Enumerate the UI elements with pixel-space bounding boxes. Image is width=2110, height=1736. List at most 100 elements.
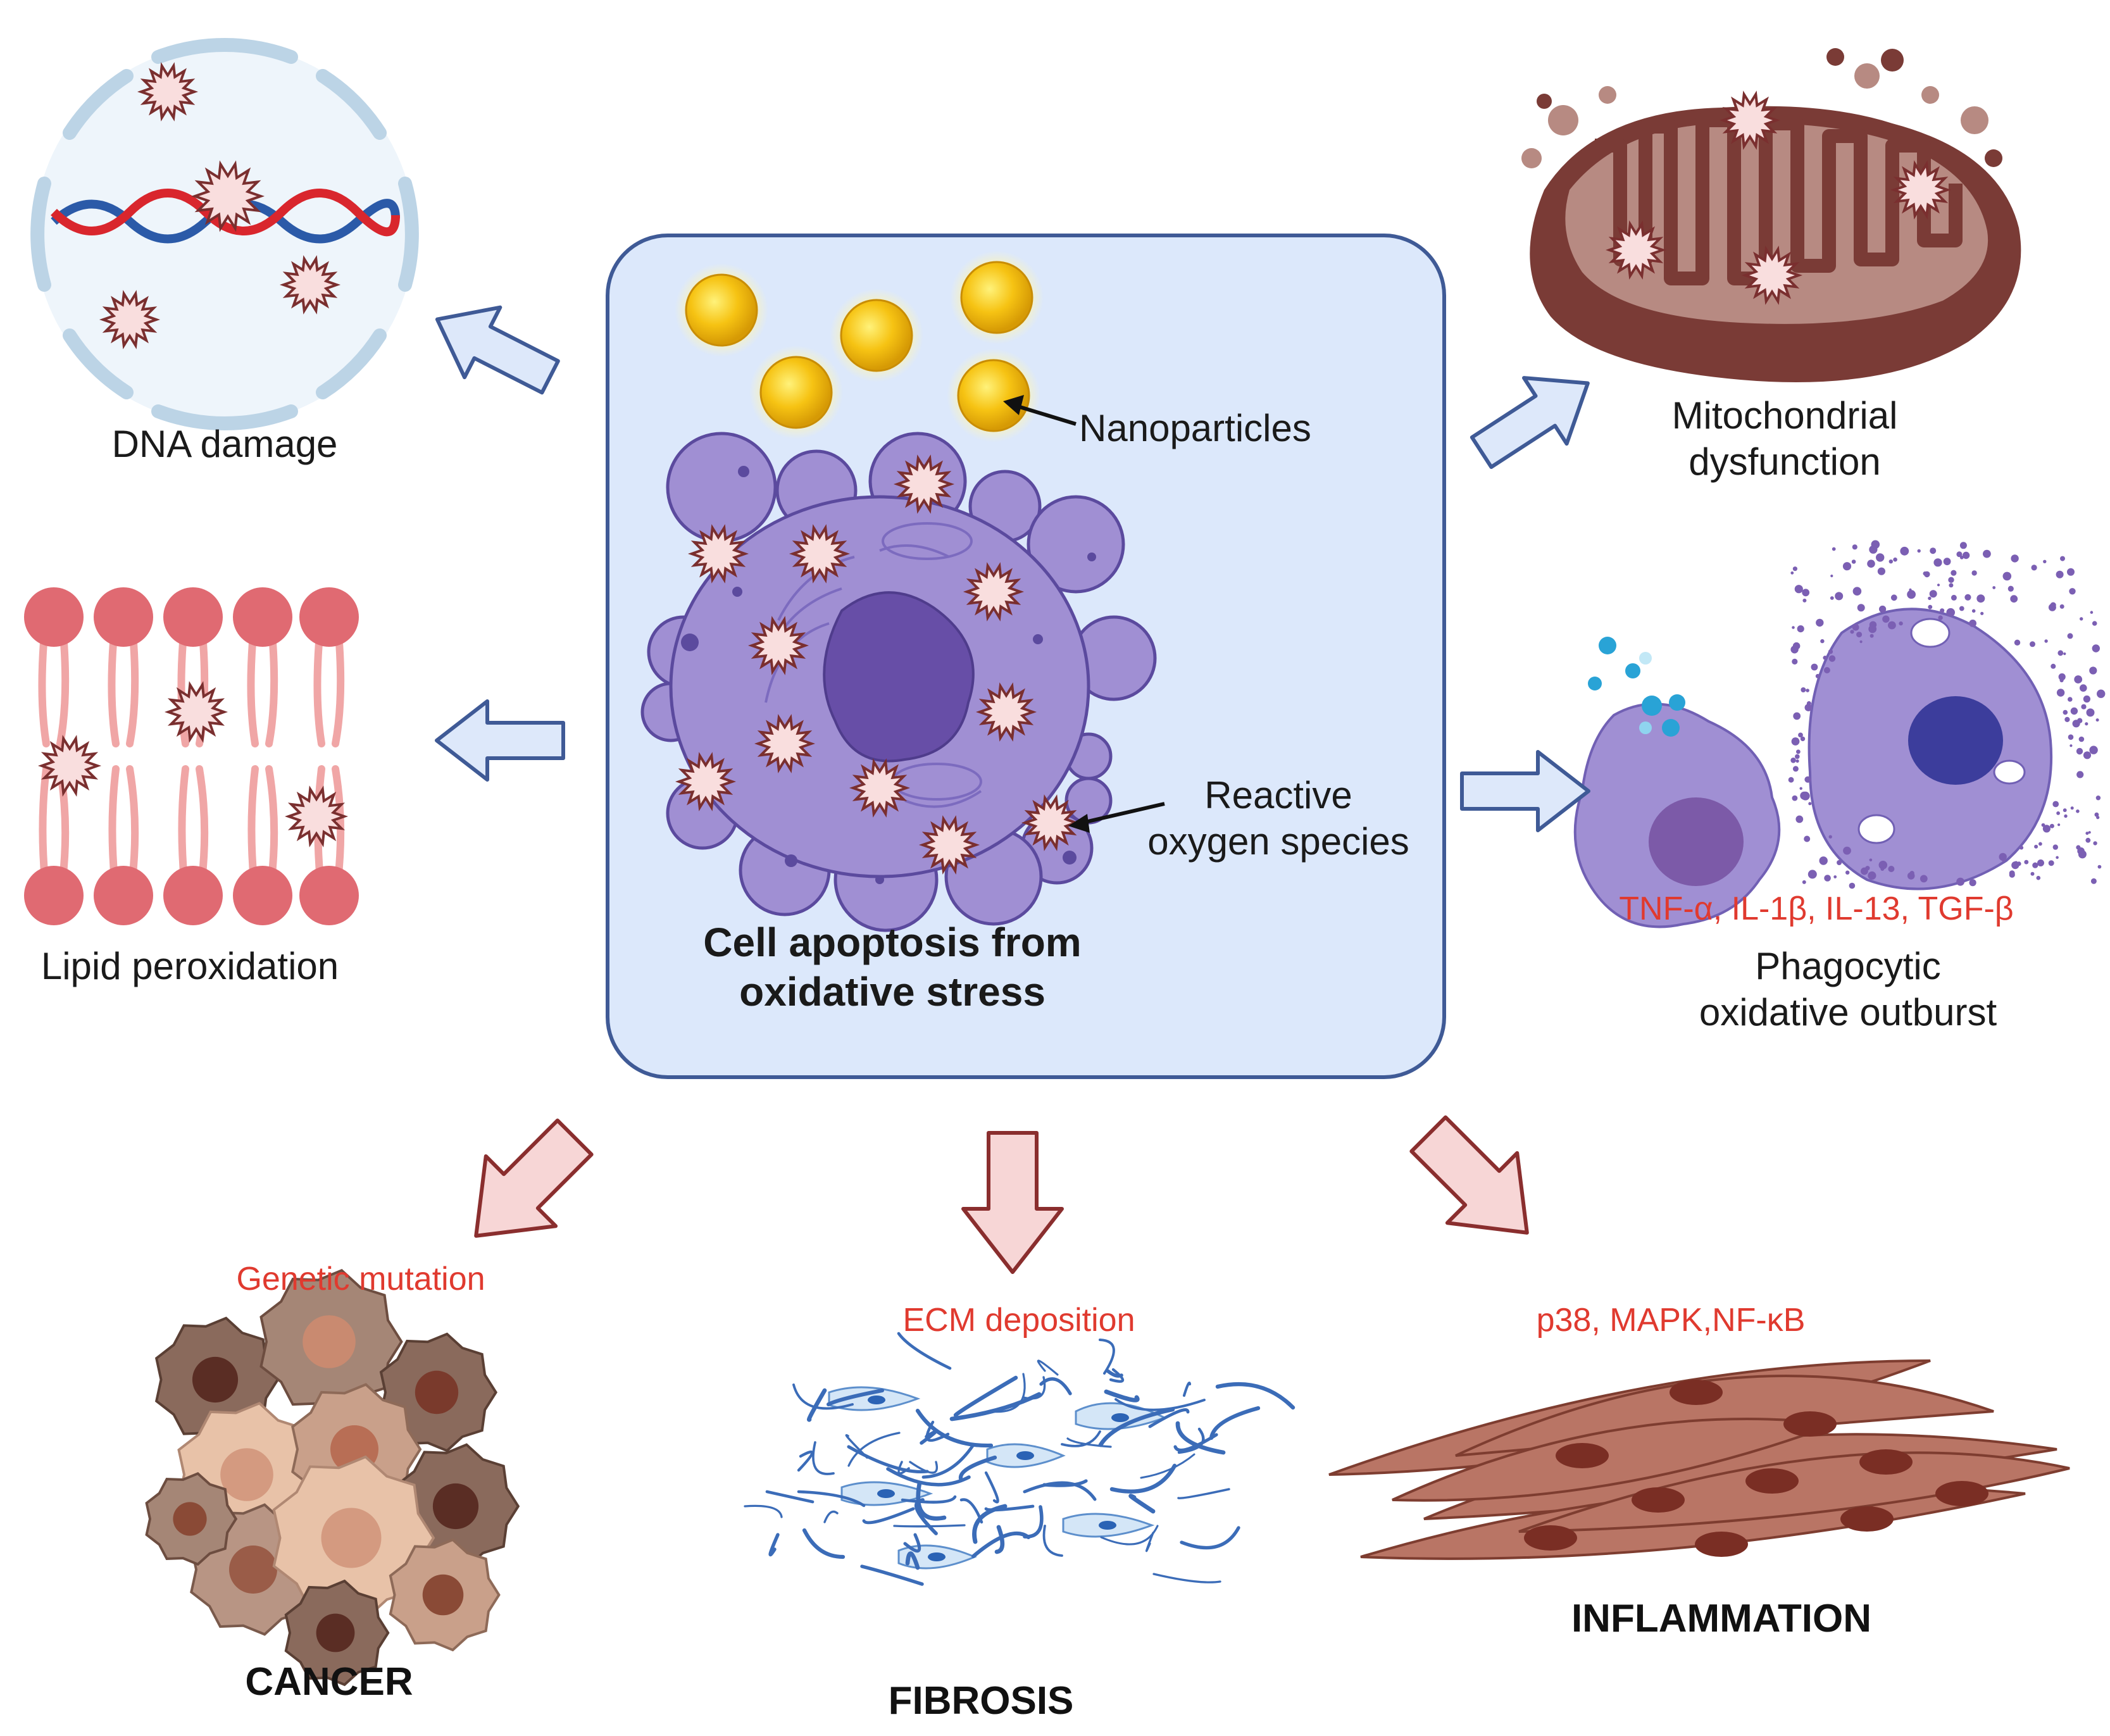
arrow-to-fibrosis (961, 1131, 1064, 1274)
ecm-deposition-text: ECM deposition (902, 1302, 1135, 1339)
cell-vesicle-dots (681, 463, 1096, 884)
inflammation-fibroblasts (1328, 1359, 2070, 1560)
phagocytes (1573, 540, 2106, 928)
ros-star-icon (99, 290, 161, 349)
cancer-text: CANCER (245, 1660, 413, 1704)
label-ecm-deposition: ECM deposition (829, 1301, 1209, 1340)
cancer-cell-nucleus (321, 1508, 382, 1568)
lipid-head (299, 587, 359, 647)
label-cancer: CANCER (203, 1658, 456, 1706)
label-phago-markers: TNF-α, IL-1β, IL-13, TGF-β (1563, 889, 2069, 929)
ros-star-icon (849, 758, 911, 818)
label-genetic-mutation: Genetic mutation (171, 1259, 551, 1299)
phago-markers-text: TNF-α, IL-1β, IL-13, TGF-β (1619, 890, 2014, 927)
mitochondrion (1521, 48, 2021, 382)
lipid-head (94, 866, 153, 925)
fibroblast-nucleus (1783, 1411, 1837, 1437)
fibroblast-nucleus (1840, 1506, 1894, 1532)
fibroblast-nucleus (1745, 1468, 1799, 1494)
ros-star-icon (754, 714, 816, 773)
ros-star-icon (284, 785, 349, 847)
nanoparticles-text: Nanoparticles (1079, 407, 1311, 449)
nanoparticle-pointer-head (1003, 395, 1024, 415)
arrow-to-mito (1470, 376, 1590, 469)
ros-star-icon (279, 255, 341, 315)
label-dna-damage: DNA damage (35, 421, 415, 467)
fibroblast-nucleus (1556, 1443, 1609, 1468)
cancer-cell-nucleus (316, 1613, 355, 1652)
lipid-head (24, 866, 84, 925)
center-title-line2: oxidative stress (739, 969, 1046, 1015)
cancer-cell-nucleus (303, 1315, 356, 1368)
nanoparticle (749, 346, 843, 439)
ros-pointer-head (1068, 814, 1090, 833)
phago-text-line1: Phagocytic (1755, 945, 1941, 987)
cancer-cell-nucleus (229, 1546, 277, 1594)
ros-group-cell (675, 454, 1080, 875)
lipid-head (233, 587, 292, 647)
ros-star-icon (675, 752, 737, 811)
ros-star-icon (1605, 220, 1667, 280)
dna-damage-text: DNA damage (111, 423, 338, 465)
ros-star-icon (963, 562, 1025, 621)
ros-text-line1: Reactive (1204, 774, 1352, 816)
ros-star-icon (1890, 160, 1952, 220)
label-fibrosis: FIBROSIS (854, 1677, 1108, 1725)
ros-group-mito (1605, 91, 1952, 305)
nanoparticle (830, 289, 923, 382)
label-inflammation: INFLAMMATION (1532, 1595, 1911, 1643)
cancer-cluster (145, 1268, 520, 1687)
ros-star-icon (789, 524, 851, 584)
ros-star-icon (747, 616, 809, 675)
cancer-cell-nucleus (173, 1502, 207, 1536)
ros-group-lipid (37, 681, 349, 847)
ros-star-icon (918, 815, 980, 875)
label-p38-mapk-nfkb: p38, MAPK,NF-κB (1481, 1301, 1861, 1340)
lipid-head (94, 587, 153, 647)
ros-group-dna (99, 62, 341, 349)
fibroblast-nucleus (1670, 1380, 1723, 1405)
arrow-to-dna (435, 305, 560, 395)
lipid-peroxidation-text: Lipid peroxidation (41, 945, 339, 987)
center-title: Cell apoptosis from oxidative stress (608, 918, 1177, 1016)
lipid-head (163, 866, 223, 925)
lipid-head (163, 587, 223, 647)
nanoparticles (675, 251, 1044, 442)
macrophage-nucleus (1649, 797, 1744, 886)
fibrosis-ecm (744, 1332, 1295, 1586)
arrow-to-cancer (474, 1118, 594, 1238)
oxidative-burst-dots (1788, 540, 2106, 889)
nanoparticle (947, 349, 1040, 442)
ros-text-line2: oxygen species (1147, 820, 1409, 863)
label-mitochondrial-dysfunction: Mitochondrial dysfunction (1595, 392, 1975, 485)
cancer-cell-nucleus (422, 1574, 464, 1616)
p38-mapk-text: p38, MAPK,NF-κB (1536, 1302, 1806, 1339)
label-phagocytic-outburst: Phagocytic oxidative outburst (1626, 943, 2069, 1035)
ros-pointer (1082, 802, 1165, 825)
ros-star-icon (687, 524, 749, 584)
label-ros: Reactive oxygen species (1114, 772, 1443, 865)
ros-star-icon (1021, 794, 1080, 851)
cell-nucleus (823, 591, 975, 763)
lipid-head (299, 866, 359, 925)
cancer-cell-nucleus (220, 1448, 273, 1501)
label-nanoparticles: Nanoparticles (1079, 405, 1395, 451)
phago-text-line2: oxidative outburst (1699, 991, 1997, 1034)
fibroblast-nucleus (1935, 1481, 1988, 1506)
cancer-cell-nucleus (192, 1356, 239, 1403)
genetic-mutation-text: Genetic mutation (236, 1261, 485, 1297)
arrow-to-phagocytes (1460, 750, 1590, 832)
ros-star-icon (893, 454, 955, 514)
arrow-to-inflammation (1409, 1115, 1529, 1235)
ros-star-icon (37, 735, 102, 797)
nanoparticle (950, 251, 1044, 344)
label-lipid-peroxidation: Lipid peroxidation (0, 943, 380, 989)
ros-star-icon (190, 160, 265, 232)
nanoparticle (675, 263, 768, 357)
cancer-cell-nucleus (432, 1483, 479, 1530)
ros-star-icon (164, 681, 228, 743)
center-title-line1: Cell apoptosis from (703, 920, 1082, 965)
ros-star-icon (1719, 91, 1781, 150)
arrow-to-lipid (435, 699, 565, 782)
